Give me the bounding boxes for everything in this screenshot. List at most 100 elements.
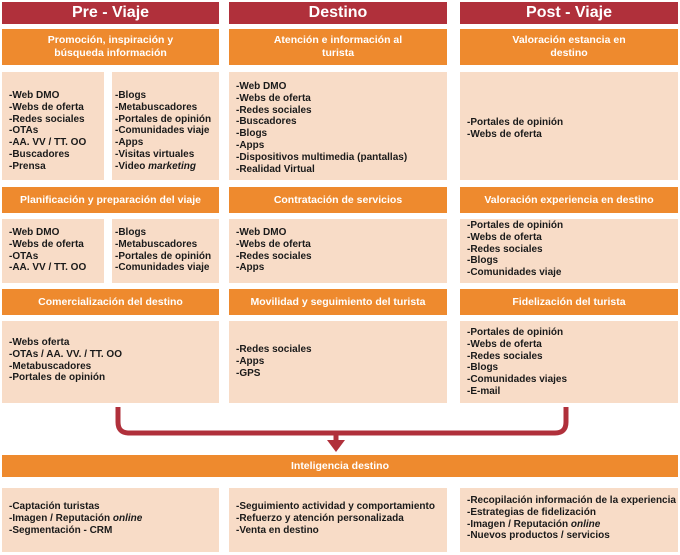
list-item: -Metabuscadores: [115, 238, 198, 250]
list-item: -Blogs: [236, 128, 268, 140]
list-item: -Portales de opinión: [467, 220, 564, 231]
list-item: -Metabuscadores: [9, 360, 92, 372]
row1-destino-header-label: Atención e información al turista: [273, 34, 403, 59]
list-item-italic: online: [570, 518, 601, 530]
list-item: -Webs de oferta: [9, 238, 84, 250]
list-item: -Portales de opinión: [115, 250, 212, 262]
list-item: -Redes sociales: [236, 344, 312, 355]
list-item: -Comunidades viaje: [467, 267, 562, 279]
row3-post-list: -Portales de opinión -Webs de oferta -Re…: [467, 327, 567, 398]
list-item: -Comunidades viajes: [467, 374, 568, 386]
list-item: -Imagen / Reputación online: [467, 519, 676, 531]
row3-post-header: Fidelización del turista: [460, 289, 678, 315]
row2-destino-box: [229, 219, 447, 283]
row2-post-box: [460, 219, 678, 283]
column-header-destino: Destino: [229, 2, 447, 24]
list-item: -Buscadores: [9, 148, 70, 160]
list-item: -Web DMO: [236, 81, 287, 92]
intelligence-destino-box: [229, 488, 447, 552]
list-item: -Web DMO: [9, 90, 60, 101]
row2-destino-list: -Web DMO -Webs de oferta -Redes sociales…: [236, 227, 312, 274]
intelligence-post-box: [460, 488, 678, 552]
list-item: -Metabuscadores: [115, 101, 198, 113]
list-item: -Estrategias de fidelización: [467, 506, 596, 518]
list-item: -OTAs: [9, 250, 39, 262]
list-item: -Redes sociales: [9, 113, 85, 125]
row3-pre-list: -Webs oferta -OTAs / AA. VV. / TT. OO -M…: [9, 337, 122, 384]
list-item: -Segmentación - CRM: [9, 524, 113, 536]
list-item: -GPS: [236, 367, 261, 379]
list-item: -Portales de opinión: [467, 117, 564, 128]
row3-destino-list: -Redes sociales -Apps -GPS: [236, 344, 312, 379]
row2-post-list: -Portales de opinión -Webs de oferta -Re…: [467, 220, 563, 279]
list-item: -Portales de opinión: [115, 113, 212, 125]
list-item: -Redes sociales: [236, 104, 312, 116]
list-item: -Web DMO: [236, 227, 287, 238]
row2-post-header: Valoración experiencia en destino: [460, 187, 678, 213]
list-item: -Refuerzo y atención personalizada: [236, 512, 404, 524]
list-item: -Webs de oferta: [467, 128, 542, 140]
intelligence-pre-box: [2, 488, 219, 552]
row3-destino-header: Movilidad y seguimiento del turista: [229, 289, 447, 315]
list-item: -Web DMO: [9, 227, 60, 238]
row3-post-box: [460, 321, 678, 403]
list-item: -Blogs: [467, 362, 499, 374]
intelligence-destino-list: -Seguimiento actividad y comportamiento …: [236, 501, 435, 536]
row1-destino-box: [229, 72, 447, 180]
list-item: -Apps: [236, 262, 265, 274]
row2-pre-list-a: -Web DMO -Webs de oferta -OTAs -AA. VV /…: [9, 227, 86, 274]
row3-pre-header: Comercialización del destino: [2, 289, 219, 315]
list-item: -Webs de oferta: [467, 338, 542, 350]
row1-destino-list: -Web DMO -Webs de oferta -Redes sociales…: [236, 81, 407, 175]
list-item: -Comunidades viaje: [115, 262, 210, 274]
list-item: -Apps: [115, 137, 144, 149]
list-item: -Webs de oferta: [236, 238, 311, 250]
list-item: -Realidad Virtual: [236, 163, 315, 175]
list-item-text: -Imagen / Reputación: [9, 512, 113, 524]
list-item: -OTAs: [9, 125, 39, 137]
row3-destino-box: [229, 321, 447, 403]
list-item: -Captación turistas: [9, 501, 100, 512]
column-header-pre-viaje: Pre - Viaje: [2, 2, 219, 24]
list-item: -Visitas virtuales: [115, 148, 195, 160]
list-item: -Nuevos productos / servicios: [467, 530, 610, 542]
intelligence-pre-list: -Captación turistas -Imagen / Reputación…: [9, 501, 142, 536]
list-item: -Apps: [236, 139, 265, 151]
row1-pre-list-a: -Web DMO -Webs de oferta -Redes sociales…: [9, 90, 86, 173]
row2-pre-box-b: [112, 219, 219, 283]
list-item: -Recopilación información de la experien…: [467, 495, 676, 506]
list-item: -AA. VV / TT. OO: [9, 262, 87, 274]
row1-post-header-label: Valoración estancia en destino: [512, 34, 626, 59]
row1-pre-box-a: [2, 72, 104, 180]
arrow-head: [327, 440, 345, 452]
row1-pre-list-b: -Blogs -Metabuscadores -Portales de opin…: [115, 90, 211, 173]
list-item-italic: online: [112, 512, 143, 524]
list-item: -Imagen / Reputación online: [9, 513, 142, 525]
row1-destino-header: Atención e información al turista: [229, 29, 447, 65]
arrow-connector: [115, 407, 569, 436]
row1-post-box: [460, 72, 678, 180]
row3-pre-box: [2, 321, 219, 403]
row2-pre-box-a: [2, 219, 104, 283]
list-item: -Portales de opinión: [9, 372, 106, 384]
intelligence-header: Inteligencia destino: [2, 455, 678, 477]
list-item: -Seguimiento actividad y comportamiento: [236, 501, 435, 512]
list-item: -Redes sociales: [467, 243, 543, 255]
row1-post-list: -Portales de opinión -Webs de oferta: [467, 117, 563, 141]
list-item: -OTAs / AA. VV. / TT. OO: [9, 348, 122, 360]
list-item: -Redes sociales: [236, 250, 312, 262]
row1-pre-box-b: [112, 72, 219, 180]
list-item: -Apps: [236, 355, 265, 367]
list-item: -Video marketing: [115, 161, 211, 173]
list-item: -Webs oferta: [9, 337, 70, 348]
column-header-post-viaje: Post - Viaje: [460, 2, 678, 24]
row1-pre-header-label: Promoción, inspiración y búsqueda inform…: [47, 34, 174, 59]
list-item: -Blogs: [115, 90, 147, 101]
list-item: -Dispositivos multimedia (pantallas): [236, 151, 408, 163]
list-item: -AA. VV / TT. OO: [9, 137, 87, 149]
list-item: -E-mail: [467, 385, 501, 397]
list-item: -Blogs: [467, 255, 499, 267]
row2-pre-header: Planificación y preparación del viaje: [2, 187, 219, 213]
row2-pre-list-b: -Blogs -Metabuscadores -Portales de opin…: [115, 227, 211, 274]
